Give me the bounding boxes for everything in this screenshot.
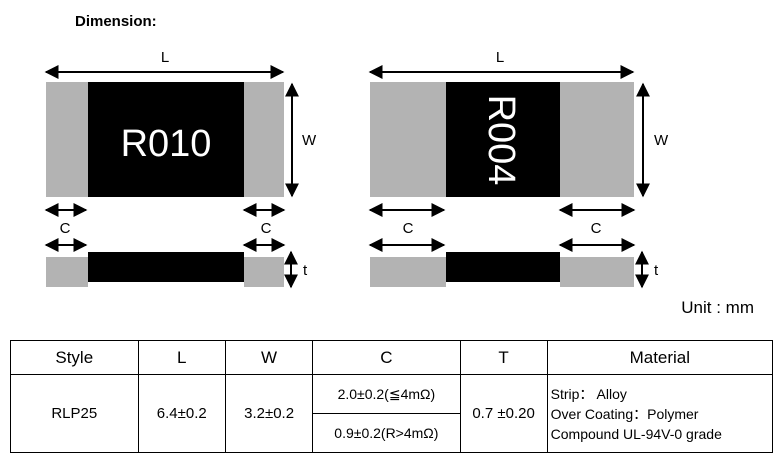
dim-w-label-right: W: [654, 132, 669, 149]
table-row: 0.9±0.2(R>4mΩ): [11, 413, 773, 453]
header-style: Style: [10, 340, 139, 375]
spec-table: Style L W C T Material RLP25 6.4±0.2 3.2…: [10, 340, 774, 453]
marking-r004: R004: [480, 95, 522, 186]
dimension-diagram: Dimension: L R010 W C C t L R004 W C: [44, 13, 754, 317]
cell-l: 6.4±0.2: [137, 374, 226, 453]
marking-r010: R010: [121, 123, 212, 165]
side-body: [446, 252, 560, 282]
header-t: T: [459, 340, 548, 375]
resistor-body: [88, 82, 244, 197]
terminal-left: [370, 82, 446, 197]
dim-t-label-left: t: [303, 262, 308, 279]
side-terminal-right: [244, 257, 284, 287]
header-l: L: [137, 340, 226, 375]
dimension-title: Dimension:: [75, 13, 157, 30]
cell-w: 3.2±0.2: [224, 374, 314, 453]
dim-t-label-right: t: [654, 262, 659, 279]
material-line-strip: Strip： Alloy: [550, 385, 627, 402]
unit-label: Unit : mm: [681, 298, 754, 317]
cell-style: RLP25: [10, 374, 139, 453]
header-material: Material: [546, 340, 774, 375]
resistor-body: [446, 82, 560, 197]
material-line-coating: Over Coating：Polymer: [550, 405, 699, 422]
cell-c-low: 2.0±0.2(≦4mΩ): [312, 374, 461, 414]
resistor-left-side-view: t: [46, 250, 308, 289]
resistor-right-top-view: L R004 W C C: [368, 49, 669, 252]
material-line-compound: Compound UL-94V-0 grade: [550, 425, 722, 442]
dim-w-label-left: W: [302, 132, 317, 149]
side-terminal-left: [370, 257, 446, 287]
header-c: C: [312, 340, 461, 375]
dim-c-label-right-b: C: [591, 220, 602, 237]
table-header-row: Style L W C T Material: [10, 340, 774, 375]
dim-l-label-left: L: [161, 49, 169, 66]
side-terminal-right: [560, 257, 634, 287]
cell-material: Strip： Alloy Over Coating：Polymer Compou…: [546, 374, 774, 453]
terminal-right: [244, 82, 284, 197]
cell-t: 0.7 ±0.20: [459, 374, 548, 453]
dim-l-label-right: L: [496, 49, 504, 66]
resistor-left-top-view: L R010 W C C: [44, 49, 317, 252]
cell-c-high: 0.9±0.2(R>4mΩ): [312, 413, 461, 453]
dim-c-label-left-a: C: [60, 220, 71, 237]
terminal-left: [46, 82, 88, 197]
table-row: RLP25 6.4±0.2 3.2±0.2 2.0±0.2(≦4mΩ) 0.7 …: [10, 374, 774, 453]
side-body: [88, 252, 244, 282]
dim-c-label-right-a: C: [403, 220, 414, 237]
dim-c-label-left-b: C: [261, 220, 272, 237]
side-terminal-left: [46, 257, 88, 287]
header-w: W: [224, 340, 314, 375]
terminal-right: [560, 82, 634, 197]
resistor-right-side-view: t: [370, 250, 659, 289]
